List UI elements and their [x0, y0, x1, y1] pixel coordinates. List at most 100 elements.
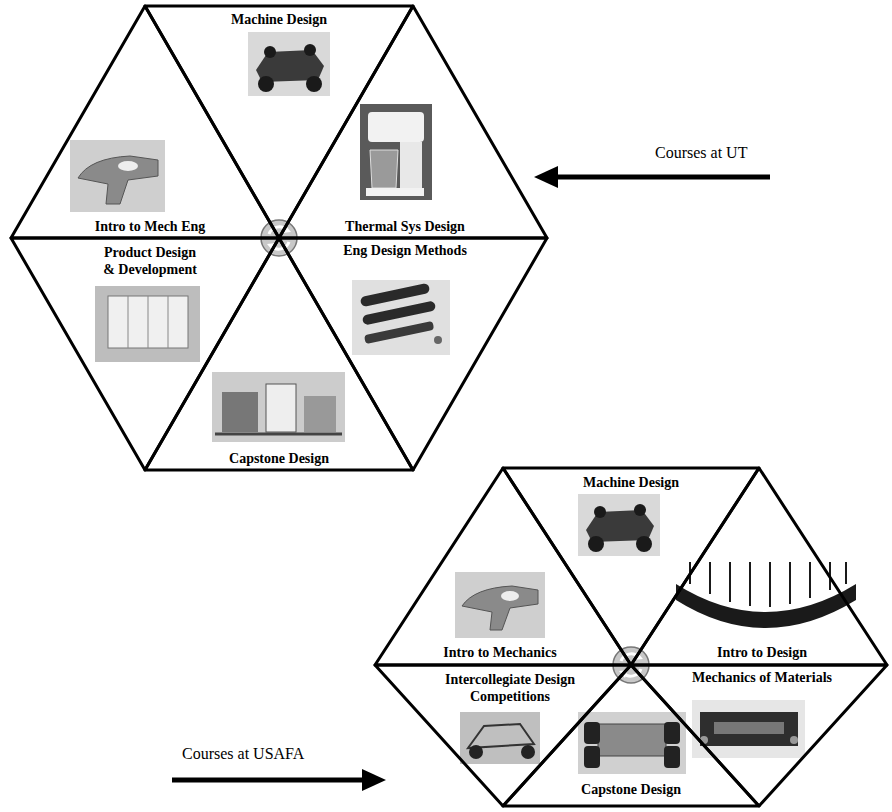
device-part: [266, 384, 296, 432]
course-name: Intercollegiate Design Competitions: [435, 671, 585, 705]
pointer-arrow: [534, 166, 770, 188]
fixture-body: [700, 712, 798, 746]
frame-box: [108, 296, 188, 348]
group-label: Courses at USAFA: [182, 744, 304, 763]
maker-column: [400, 142, 422, 190]
beam-figure: [676, 562, 856, 628]
device-base: [215, 433, 342, 436]
triangle-outline: [279, 6, 547, 238]
photo-ground: [460, 712, 540, 764]
coffee-maker-photo: [360, 104, 432, 200]
course-triangle: Eng Design Methods: [279, 238, 547, 470]
triangle-outline: [145, 238, 413, 470]
pen-part: [434, 336, 442, 344]
car-wheel: [469, 745, 483, 759]
bent-beam: [676, 584, 856, 628]
triangle-outline: [145, 238, 413, 470]
car-wheel: [636, 536, 652, 552]
course-triangle: Intro to Mechanics: [375, 468, 631, 665]
triangle-outline: [375, 468, 631, 665]
rc-car-photo: [578, 494, 660, 556]
prototype-photo: [95, 286, 200, 362]
photo-ground: [578, 712, 686, 774]
photo-ground: [360, 104, 432, 200]
triangle-outline: [279, 238, 547, 470]
carafe: [370, 150, 398, 188]
photo-ground: [352, 280, 450, 355]
car-wheel: [264, 46, 276, 58]
pens-photo: [352, 280, 450, 355]
car-wheel: [306, 76, 322, 92]
triangle-outline: [375, 468, 631, 665]
car-wheel: [258, 76, 274, 92]
frame-bar: [168, 296, 169, 348]
group-label: Courses at UT: [655, 143, 747, 162]
course-name: Thermal Sys Design: [345, 218, 465, 235]
frame-bar: [128, 296, 129, 348]
frame-bar: [148, 296, 149, 348]
triangle-outline: [279, 238, 547, 470]
course-name: Intro to Mech Eng: [95, 218, 206, 235]
course-triangle: Machine Design: [145, 6, 413, 238]
photo-ground: [455, 572, 545, 638]
triangle-outline: [503, 468, 759, 665]
toy-window: [118, 161, 138, 171]
course-triangle: Machine Design: [503, 468, 759, 665]
load-arrows: [690, 562, 846, 607]
course-triangle: Intro to Design: [631, 468, 887, 665]
capstone-photo: [212, 372, 345, 442]
course-triangle: Product Design & Development: [11, 238, 279, 470]
race-car-photo: [460, 712, 540, 764]
robot-photo: [578, 712, 686, 774]
device-part: [304, 396, 336, 432]
car-frame: [468, 724, 534, 748]
car-wheel: [634, 504, 646, 516]
triangle-outline: [279, 6, 547, 238]
course-triangle: Capstone Design: [145, 238, 413, 470]
course-name: Capstone Design: [581, 781, 681, 798]
course-name: Mechanics of Materials: [692, 669, 832, 686]
course-triangle: Intro to Mech Eng: [11, 6, 279, 238]
toy-body: [78, 156, 158, 204]
triangle-outline: [631, 468, 887, 665]
triangle-outline: [11, 6, 279, 238]
toy-photo: [70, 140, 165, 212]
car-wheel: [304, 44, 316, 56]
car-wheel: [588, 536, 604, 552]
course-name: Machine Design: [231, 11, 327, 28]
course-name: Machine Design: [583, 474, 679, 491]
triangle-outline: [145, 6, 413, 238]
robot-wheel: [584, 722, 600, 744]
course-name: Product Design & Development: [100, 244, 200, 278]
course-name: Eng Design Methods: [343, 242, 467, 259]
fixture-knob: [790, 736, 798, 744]
toy-photo: [455, 572, 545, 638]
triangle-outline: [503, 468, 759, 665]
photo-ground: [578, 494, 660, 556]
car-wheel: [521, 745, 535, 759]
fixture-slot: [714, 722, 784, 734]
robot-wheel: [584, 746, 600, 768]
robot-wheel: [664, 722, 680, 744]
photo-ground: [70, 140, 165, 212]
photo-ground: [95, 286, 200, 362]
robot-wheel: [664, 746, 680, 768]
photo-ground: [248, 32, 330, 96]
triangle-outline: [145, 6, 413, 238]
course-triangle: Capstone Design: [503, 665, 759, 806]
rc-car-photo: [248, 32, 330, 96]
car-wheel: [594, 506, 606, 518]
pointer-arrow: [172, 769, 386, 791]
triangle-outline: [11, 6, 279, 238]
toy-body: [462, 586, 538, 630]
pen: [362, 300, 436, 325]
course-triangle: Thermal Sys Design: [279, 6, 547, 238]
triangle-outline: [11, 238, 279, 470]
pen: [364, 321, 434, 344]
toy-window: [501, 591, 519, 601]
triangle-outline: [503, 665, 759, 806]
maker-base: [366, 188, 424, 196]
triangle-outline: [631, 468, 887, 665]
photo-ground: [212, 372, 345, 442]
